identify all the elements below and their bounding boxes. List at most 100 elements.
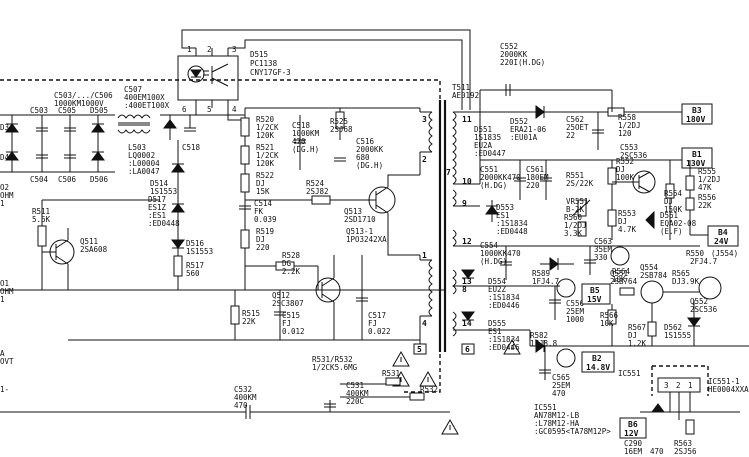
b1-voltage: 130V bbox=[686, 159, 705, 168]
left-fragment: D4 bbox=[0, 153, 10, 162]
c503-label: C503 bbox=[30, 106, 48, 115]
r528-label: R528 bbox=[282, 251, 301, 260]
c504-label: C504 bbox=[30, 175, 49, 184]
c565-v1: 25EM bbox=[552, 381, 571, 390]
r551-label: R551 bbox=[566, 171, 584, 180]
b3-label: B3 bbox=[692, 106, 702, 115]
r524-value: 2SJ82 bbox=[306, 187, 329, 196]
r521-v2: 120K bbox=[256, 159, 275, 168]
r511-value: 5.6K bbox=[32, 215, 51, 224]
b2-label: B2 bbox=[592, 354, 602, 363]
r563-value: 2SJ56 bbox=[674, 447, 697, 456]
r519-v2: 220 bbox=[256, 243, 270, 252]
c562-label: C562 bbox=[566, 115, 584, 124]
d553-v3: :ED0448 bbox=[496, 227, 528, 236]
ic551-pin: 1 bbox=[688, 381, 693, 390]
ic551-part1: AN78M12-LB bbox=[534, 411, 580, 420]
t511-pin: 9 bbox=[462, 199, 467, 208]
pin-label: 6 bbox=[182, 105, 187, 114]
pin-label: 1 bbox=[187, 45, 192, 54]
r589-label: R589 bbox=[532, 269, 550, 278]
c532-v2: 470 bbox=[234, 401, 248, 410]
pin-label: 2 bbox=[207, 45, 212, 54]
r566-value: 10K bbox=[600, 319, 614, 328]
r531-532-value: 1/2CK5.6MG bbox=[312, 363, 358, 372]
r525-label: R525 bbox=[330, 117, 348, 126]
left-fragment: 1- bbox=[0, 385, 9, 394]
d551-v1: 1S1835 bbox=[474, 133, 501, 142]
c515-v2: 0.012 bbox=[282, 327, 305, 336]
c503-506-label: C503/.../C506 bbox=[54, 91, 113, 100]
r552-label: R552 bbox=[616, 157, 634, 166]
d515-label: D515 bbox=[250, 50, 268, 59]
r522-v1: DJ bbox=[256, 179, 265, 188]
b1-label: B1 bbox=[692, 150, 702, 159]
vr551-value: B-2K bbox=[566, 205, 585, 214]
c503-506-value: 1000KM1000V bbox=[54, 99, 104, 108]
r565-value: DJ3.9K bbox=[672, 277, 700, 286]
vr551-label: VR551 bbox=[566, 197, 589, 206]
r553-v1: DJ bbox=[618, 217, 627, 226]
c552-label: C552 bbox=[500, 42, 518, 51]
left-fragment: OHM bbox=[0, 191, 14, 200]
r550-value: (J554) bbox=[711, 249, 738, 258]
q513-1-value: 1PO3242XA bbox=[346, 235, 387, 244]
b3-voltage: 180V bbox=[686, 115, 705, 124]
q552-transistor bbox=[698, 276, 722, 300]
d552-v2: :EU01A bbox=[510, 133, 538, 142]
d517-v3: :ED0448 bbox=[148, 219, 180, 228]
q513-1-label: Q513-1 bbox=[346, 227, 373, 236]
c556-v2: 1000 bbox=[566, 315, 585, 324]
c563-v1: 35EM bbox=[594, 245, 613, 254]
d505-label: D505 bbox=[90, 106, 108, 115]
r567-label: R567 bbox=[628, 323, 646, 332]
c554-v1: 1000KK470 bbox=[480, 249, 521, 258]
left-fragment: O1 bbox=[0, 279, 9, 288]
c552-v2: 220I(H.DG) bbox=[500, 58, 545, 67]
r560-v2: 3.3K bbox=[564, 229, 583, 238]
d553-v1: ES1 bbox=[496, 211, 510, 220]
r515-label: R515 bbox=[242, 309, 260, 318]
t511-pin: 2 bbox=[422, 155, 427, 164]
r566-label: R566 bbox=[600, 311, 619, 320]
b2-terminal bbox=[581, 351, 615, 373]
ic551-1-value: HE0004XXA bbox=[708, 385, 749, 394]
q511-stage bbox=[0, 199, 178, 291]
c518b-v2: 470 bbox=[292, 137, 306, 146]
d555-v3: :ED0446 bbox=[488, 343, 520, 352]
l503-label: L503 bbox=[128, 143, 146, 152]
d551-v2: EU2A bbox=[474, 141, 493, 150]
r553-v2: 4.7K bbox=[618, 225, 637, 234]
r554-v1: DJ bbox=[664, 197, 673, 206]
transformer-t511 bbox=[413, 100, 480, 355]
warning-icon bbox=[441, 418, 459, 435]
r522-v2: 15K bbox=[256, 187, 270, 196]
r520-v1: 1/2CK bbox=[256, 123, 279, 132]
pin-label: 4 bbox=[232, 105, 237, 114]
r550-label: R550 bbox=[686, 249, 705, 258]
r519-v1: DJ bbox=[256, 235, 265, 244]
pin-label: 5 bbox=[207, 105, 212, 114]
r553-label: R553 bbox=[618, 209, 636, 218]
c516-v1: 2000KK bbox=[356, 145, 384, 154]
c531-label: C531 bbox=[346, 381, 364, 390]
r589-value: 1FJ4.7 bbox=[532, 277, 559, 286]
t511-pin: 14 bbox=[462, 319, 472, 328]
b4-terminal bbox=[707, 225, 739, 247]
bridge-rectifier bbox=[0, 114, 115, 173]
t511-value: AE0192 bbox=[452, 91, 479, 100]
r528-v1: DG bbox=[282, 259, 292, 268]
d554-v3: :ED0446 bbox=[488, 301, 520, 310]
left-fragment: O2 bbox=[0, 183, 9, 192]
c531-v2: 220C bbox=[346, 397, 364, 406]
c551-v1: 2000KK470 bbox=[480, 173, 521, 182]
t511-pin: 6 bbox=[465, 345, 470, 354]
d554-v1: EU2Z bbox=[488, 285, 507, 294]
c516-label: C516 bbox=[356, 137, 375, 146]
t511-pin: 8 bbox=[462, 285, 467, 294]
r554-v2: 150K bbox=[664, 205, 683, 214]
c553-label: C553 bbox=[620, 143, 638, 152]
d554-label: D554 bbox=[488, 277, 507, 286]
